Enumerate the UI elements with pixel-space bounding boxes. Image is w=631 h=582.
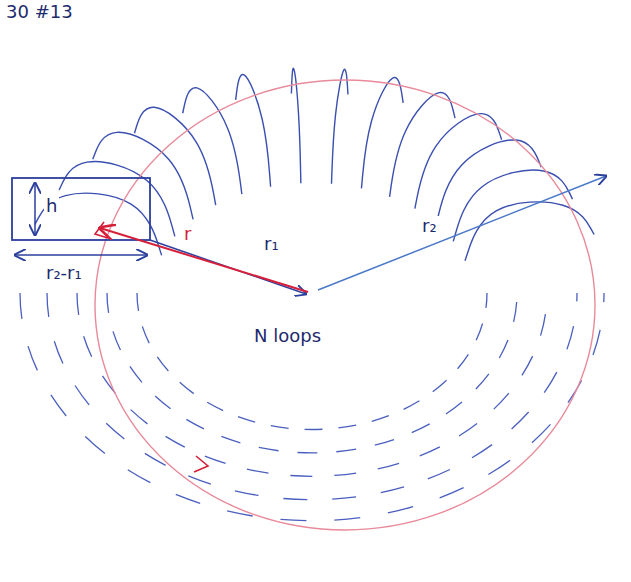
winding-loop — [331, 69, 347, 184]
dimension-label: h — [44, 196, 59, 216]
toroid-windings — [35, 68, 594, 261]
winding-loop — [453, 170, 572, 241]
dimension-label: r₂-r₁ — [44, 263, 84, 283]
dimension-label: r₁ — [262, 234, 281, 254]
winding-dash — [77, 293, 547, 476]
dimension-label: r₂ — [420, 216, 439, 236]
winding-loop — [465, 202, 594, 261]
winding-dash — [107, 293, 517, 453]
winding-dash — [20, 293, 604, 521]
winding-loop — [390, 92, 455, 196]
winding-dash — [137, 293, 487, 430]
loop-direction-arrow — [194, 456, 208, 472]
height-arrow — [34, 183, 36, 235]
winding-loop — [93, 132, 193, 219]
note-label: N loops — [252, 326, 323, 346]
dimension-label: r — [182, 224, 193, 244]
winding-loop — [415, 114, 502, 209]
radius-arrow — [100, 228, 308, 292]
winding-loop — [361, 77, 403, 188]
cross-section-rect — [12, 178, 150, 240]
winding-loop — [134, 107, 215, 205]
outer-radius-arrow — [318, 176, 606, 290]
toroid-windings-lower — [20, 293, 604, 521]
amperian-loop — [95, 80, 595, 530]
problem-number: 30 #13 — [4, 2, 75, 22]
width-arrow — [15, 254, 147, 256]
winding-loop — [35, 193, 162, 255]
winding-loop — [59, 162, 175, 237]
